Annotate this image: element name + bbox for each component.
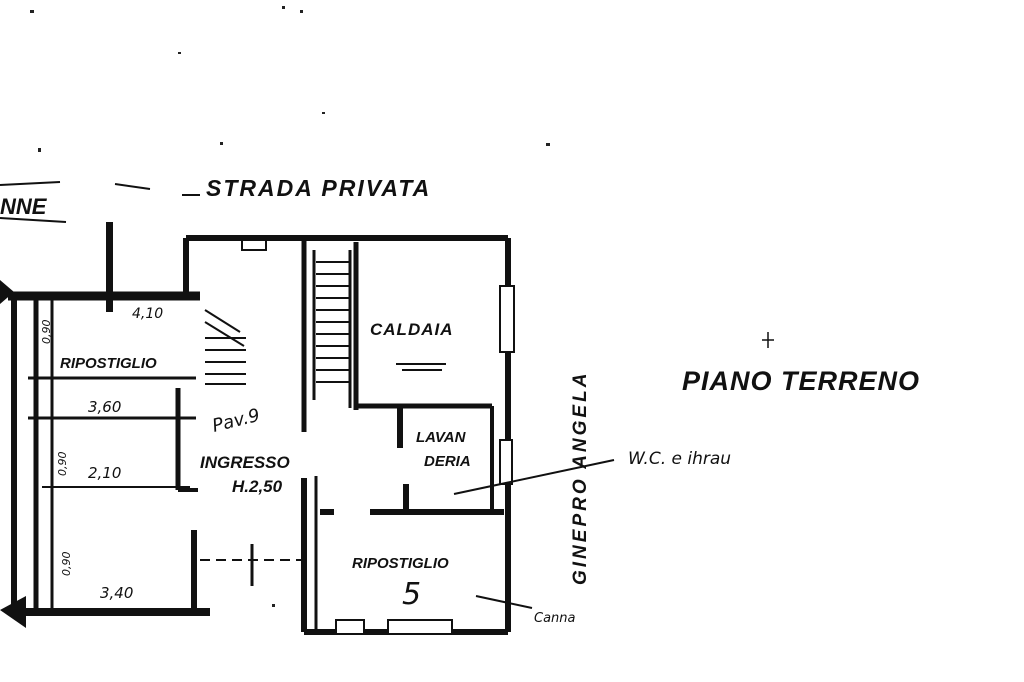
dim-360: 3,60 <box>88 398 121 416</box>
room-ingresso-height: H.2,50 <box>232 477 283 496</box>
street-side-label: GINEPRO ANGELA <box>570 371 591 585</box>
cross-mark <box>762 332 774 348</box>
main-stair <box>316 261 350 383</box>
room-lavanderia-line1: LAVAN <box>416 429 467 446</box>
floor-title: PIANO TERRENO <box>682 366 920 396</box>
left-wing-walls <box>8 291 210 616</box>
left-road-fragment <box>0 181 151 223</box>
dim-v3: 0,90 <box>60 552 73 577</box>
dim-v2: 0,90 <box>56 452 69 477</box>
entrance-arrows <box>0 222 113 628</box>
dim-210: 2,10 <box>88 464 121 482</box>
scan-specks <box>30 6 550 607</box>
left-stair <box>204 309 246 385</box>
room-ingresso: INGRESSO <box>200 453 290 472</box>
boiler-symbol <box>396 363 446 371</box>
room-ripostiglio-right: RIPOSTIGLIO <box>352 555 449 572</box>
room-caldaia: CALDAIA <box>370 320 454 339</box>
dim-340: 3,40 <box>100 584 133 602</box>
room-lavanderia-line2: DERIA <box>424 453 471 470</box>
note-ripostiglio: Canna <box>534 611 576 626</box>
windows <box>241 239 515 635</box>
street-top-label: STRADA PRIVATA <box>206 175 431 201</box>
leader-lines <box>453 459 615 609</box>
dim-v1: 0,90 <box>40 320 53 345</box>
room-ripostiglio-left: RIPOSTIGLIO <box>60 355 157 372</box>
note-ingresso: Pav.9 <box>210 405 262 437</box>
left-street-fragment: NNE <box>0 194 48 219</box>
dim-410: 4,10 <box>132 306 163 322</box>
room-number: 5 <box>402 577 421 612</box>
note-lavanderia: W.C. e ihrau <box>628 449 731 469</box>
